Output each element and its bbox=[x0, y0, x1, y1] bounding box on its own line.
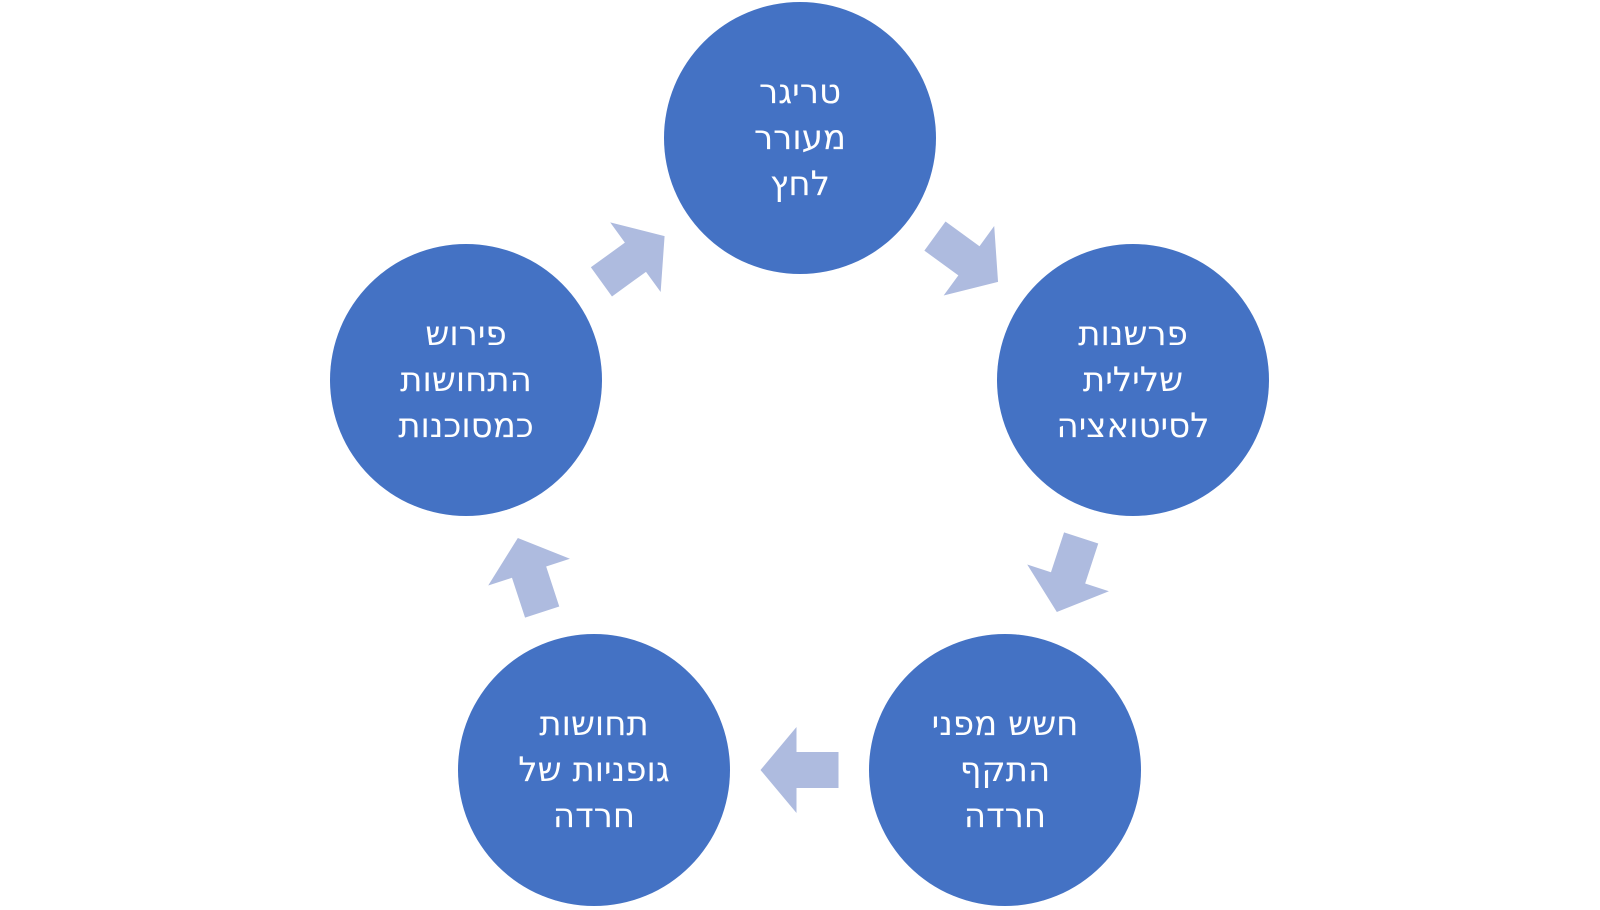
node-physical-sensations: תחושות גופניות של חרדה bbox=[458, 634, 730, 906]
node-sensations-as-dangerous-label: פירוש התחושות כמסוכנות bbox=[398, 314, 534, 446]
arrow-physical-to-danger bbox=[488, 537, 570, 618]
arrow-fear-to-physical bbox=[760, 727, 839, 813]
node-stress-trigger: טריגר מעורר לחץ bbox=[664, 2, 936, 274]
arrow-trigger-to-negative bbox=[924, 221, 999, 296]
node-fear-of-panic-attack-label: חשש מפני התקף חרדה bbox=[931, 704, 1079, 836]
node-negative-interpretation: פרשנות שלילית לסיטואציה bbox=[997, 244, 1269, 516]
arrow-danger-to-trigger bbox=[590, 222, 665, 297]
node-physical-sensations-label: תחושות גופניות של חרדה bbox=[518, 704, 670, 836]
node-negative-interpretation-label: פרשנות שלילית לסיטואציה bbox=[1056, 314, 1210, 446]
node-sensations-as-dangerous: פירוש התחושות כמסוכנות bbox=[330, 244, 602, 516]
node-fear-of-panic-attack: חשש מפני התקף חרדה bbox=[869, 634, 1141, 906]
arrow-negative-to-fear bbox=[1027, 532, 1109, 613]
node-stress-trigger-label: טריגר מעורר לחץ bbox=[753, 72, 847, 204]
